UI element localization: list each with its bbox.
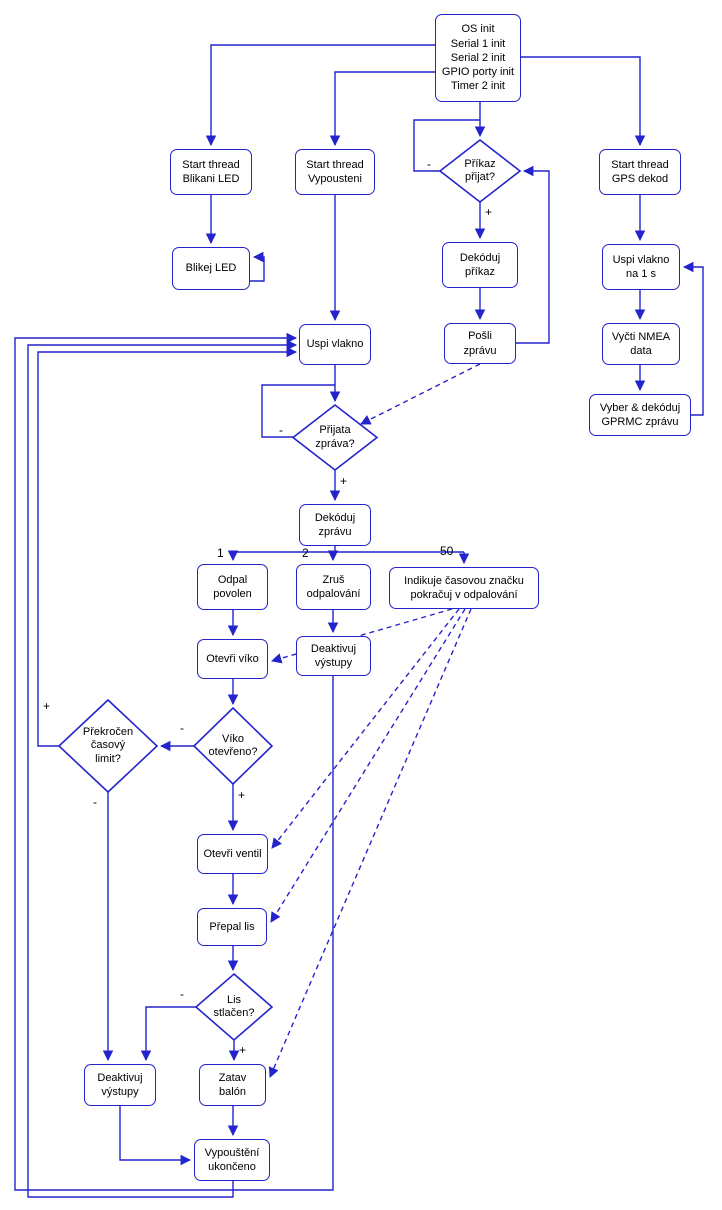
- node-vypousteni-ukonceno: Vypouštění ukončeno: [194, 1139, 270, 1181]
- decision-prikaz-prijat: Příkaz přijat?: [440, 140, 520, 202]
- decision-label: Překročen časový limit?: [82, 726, 134, 765]
- branch-label-prekrocen-plus: +: [43, 699, 51, 713]
- node-label: Uspi vlakno na 1 s: [612, 253, 670, 280]
- decision-label: Přijata zpráva?: [315, 424, 355, 450]
- branch-label-2: 2: [302, 546, 309, 560]
- branch-label-prikaz-plus: +: [485, 205, 493, 219]
- connector-return: [14, 332, 334, 1191]
- node-label: Start thread GPS dekod: [611, 158, 669, 185]
- node-label: Zruš odpalování: [306, 573, 361, 600]
- branch-label-prikaz-minus: -: [427, 157, 431, 171]
- node-indikuje-casovou-znacku: Indikuje časovou značku pokračuj v odpal…: [389, 567, 539, 609]
- connector-dashed: [360, 363, 481, 425]
- node-zatav-balon: Zatav balón: [199, 1064, 266, 1106]
- node-label: Otevři víko: [206, 652, 259, 665]
- branch-label-viko-minus: -: [180, 721, 184, 735]
- diamond-shape: [440, 140, 520, 202]
- decision-label: Lis stlačen?: [213, 993, 255, 1019]
- connector-loop: [261, 384, 335, 438]
- branch-label-lis-minus: -: [180, 987, 184, 1001]
- branch-label-prekrocen-minus: -: [93, 795, 97, 809]
- node-deaktivuj-vystupy-dole: Deaktivuj výstupy: [84, 1064, 156, 1106]
- node-prepal-lis: Přepal lis: [197, 908, 267, 946]
- connector: [521, 56, 646, 147]
- diamond-shape: [194, 708, 272, 784]
- connector-loop: [682, 261, 704, 416]
- node-start-thread-gps-dekod: Start thread GPS dekod: [599, 149, 681, 195]
- node-odpal-povolen: Odpal povolen: [197, 564, 268, 610]
- node-dekoduj-prikaz: Dekóduj příkaz: [442, 242, 518, 288]
- branch-label-prijata-plus: +: [340, 474, 348, 488]
- node-label: Deaktivuj výstupy: [310, 642, 357, 669]
- node-label: Pošli zprávu: [463, 330, 497, 357]
- node-posli-zpravu: Pošli zprávu: [444, 323, 516, 364]
- node-label: Přepal lis: [209, 920, 255, 933]
- branch-label-viko-plus: +: [238, 788, 246, 802]
- node-label: Vypouštění ukončeno: [204, 1146, 260, 1173]
- node-start-thread-vypousteni: Start thread Vypousteni: [295, 149, 375, 195]
- decision-prijata-zprava: Přijata zpráva?: [293, 405, 377, 470]
- node-deaktivuj-vystupy-stred: Deaktivuj výstupy: [296, 636, 371, 676]
- node-label: Otevři ventil: [203, 847, 262, 860]
- node-zrus-odpalovani: Zruš odpalování: [296, 564, 371, 610]
- connector: [140, 1006, 196, 1062]
- decision-lis-stlacen: Lis stlačen?: [196, 974, 272, 1040]
- diamond-shape: [293, 405, 377, 470]
- diamond-shape: [196, 974, 272, 1040]
- decision-viko-otevreno: Víko otevřeno?: [194, 708, 272, 784]
- connector-loop: [516, 165, 550, 344]
- connector-dashed: [268, 608, 472, 1078]
- node-vyber-dekoduj-gprmc: Vyber & dekóduj GPRMC zprávu: [589, 394, 691, 436]
- node-label: OS init Serial 1 init Serial 2 init GPIO…: [441, 23, 515, 93]
- node-label: Blikej LED: [185, 262, 237, 275]
- node-label: Uspi vlakno: [306, 338, 364, 351]
- connector-self-loop: [250, 251, 265, 282]
- node-label: Dekóduj příkaz: [459, 251, 501, 278]
- connector: [329, 71, 435, 147]
- node-label: Zatav balón: [218, 1071, 247, 1098]
- node-uspi-vlakno: Uspi vlakno: [299, 324, 371, 365]
- decision-label: Víko otevřeno?: [208, 732, 258, 758]
- connector-return: [37, 346, 298, 747]
- node-uspi-vlakno-na-1s: Uspi vlakno na 1 s: [602, 244, 680, 290]
- branch-label-50: 50: [440, 544, 454, 558]
- connector-dashed: [271, 608, 460, 849]
- branch-label-prijata-minus: -: [279, 423, 283, 437]
- connector-dashed: [270, 608, 466, 923]
- node-label: Start thread Vypousteni: [306, 158, 364, 185]
- node-dekoduj-zpravu: Dekóduj zprávu: [299, 504, 371, 546]
- decision-prekrocen-casovy-limit: Překročen časový limit?: [59, 700, 157, 792]
- node-label: Vyčti NMEA data: [611, 330, 671, 357]
- connector-loop: [413, 119, 480, 172]
- node-label: Start thread Blikani LED: [182, 158, 240, 185]
- connector: [205, 44, 435, 147]
- branch-label-lis-plus: +: [239, 1043, 247, 1057]
- node-otevri-viko: Otevři víko: [197, 639, 268, 679]
- node-label: Indikuje časovou značku pokračuj v odpal…: [404, 574, 524, 601]
- connector-return: [27, 339, 298, 1198]
- node-label: Vyber & dekóduj GPRMC zprávu: [599, 401, 681, 428]
- decision-label: Příkaz přijat?: [464, 157, 496, 183]
- node-blikej-led: Blikej LED: [172, 247, 250, 290]
- branch-label-1: 1: [217, 546, 224, 560]
- connector: [119, 1106, 192, 1166]
- node-label: Odpal povolen: [213, 573, 252, 600]
- diamond-shape: [59, 700, 157, 792]
- node-os-init: OS init Serial 1 init Serial 2 init GPIO…: [435, 14, 521, 102]
- node-otevri-ventil: Otevři ventil: [197, 834, 268, 874]
- node-vycti-nmea-data: Vyčti NMEA data: [602, 323, 680, 365]
- node-label: Deaktivuj výstupy: [97, 1071, 143, 1098]
- node-start-thread-blikani-led: Start thread Blikani LED: [170, 149, 252, 195]
- node-label: Dekóduj zprávu: [314, 511, 356, 538]
